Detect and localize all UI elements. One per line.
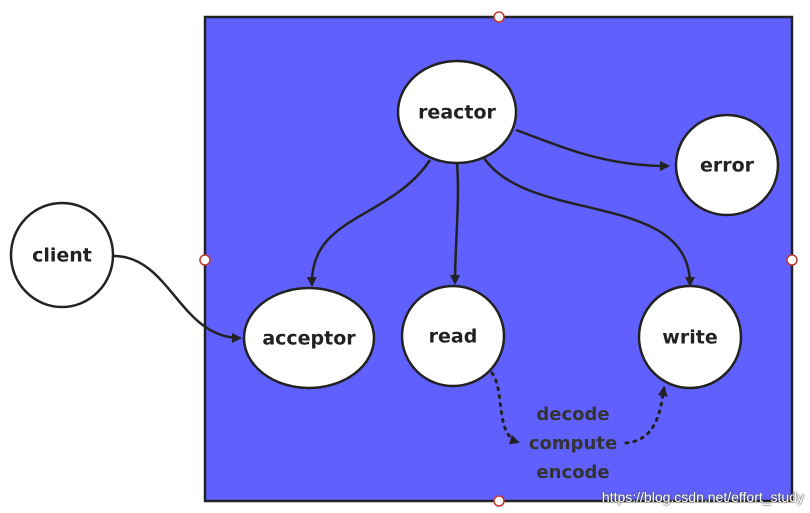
- edge-reactor-to-error: [515, 128, 670, 171]
- edge-reactor-to-write: [482, 157, 695, 287]
- node-acceptor[interactable]: acceptor: [242, 286, 376, 390]
- node-write[interactable]: write: [637, 284, 743, 390]
- edge-reactor-to-read: [450, 162, 461, 285]
- resize-handle-top[interactable]: [493, 11, 505, 23]
- node-read[interactable]: read: [400, 284, 506, 388]
- node-error-label: error: [700, 155, 755, 177]
- edge-read-to-processing: [490, 371, 520, 445]
- node-error[interactable]: error: [674, 113, 780, 217]
- processing-steps: decode compute encode: [529, 404, 617, 483]
- node-client-label: client: [32, 245, 92, 267]
- edge-processing-to-write: [624, 386, 668, 445]
- node-reactor-label: reactor: [418, 102, 496, 124]
- node-reactor[interactable]: reactor: [396, 59, 518, 165]
- resize-handle-left[interactable]: [199, 254, 211, 266]
- step-decode: decode: [536, 404, 609, 425]
- watermark: https://blog.csdn.net/effort_study: [601, 489, 804, 505]
- node-read-label: read: [429, 326, 478, 348]
- edge-reactor-to-acceptor: [306, 159, 432, 287]
- step-compute: compute: [529, 433, 617, 454]
- node-acceptor-label: acceptor: [262, 328, 356, 350]
- resize-handle-right[interactable]: [786, 254, 798, 266]
- step-encode: encode: [536, 462, 609, 483]
- resize-handle-bottom[interactable]: [493, 495, 505, 507]
- node-client[interactable]: client: [9, 201, 115, 309]
- node-write-label: write: [662, 327, 717, 349]
- edge-client-to-acceptor: [113, 254, 242, 343]
